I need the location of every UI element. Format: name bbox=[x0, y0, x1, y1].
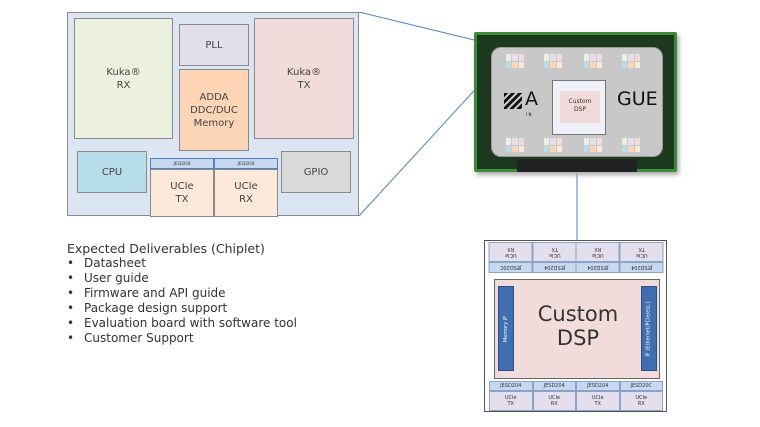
jesd-cell: JESD20C bbox=[489, 262, 533, 273]
mini-chiplet-tile bbox=[544, 54, 562, 68]
jesd-tx-strip: JESD204 bbox=[150, 158, 214, 169]
ucie-cell: UCIe RX bbox=[489, 242, 533, 262]
list-item: Customer Support bbox=[67, 331, 297, 346]
core-label: Custom DSP bbox=[537, 302, 619, 350]
logo-icon bbox=[504, 93, 522, 109]
custom-dsp-die: Custom DSP bbox=[552, 80, 606, 135]
jesd-cell: JESD204 bbox=[489, 381, 533, 391]
mini-chiplet-tile bbox=[622, 138, 640, 152]
package-label-strip bbox=[517, 159, 637, 172]
chiplet-block-diagram: Kuka® RX PLL ADDA DDC/DUC Memory Kuka® T… bbox=[67, 12, 359, 217]
ucie-cell: UCIe TX bbox=[576, 391, 620, 411]
jesd-cell: JESD20C bbox=[619, 381, 663, 391]
deliverables-section: Expected Deliverables (Chiplet) Datashee… bbox=[67, 241, 297, 346]
jesd-cell: JESD204 bbox=[619, 262, 663, 273]
memory-if-label: Memory IF bbox=[503, 315, 509, 342]
jesd-cell: JESD204 bbox=[532, 262, 576, 273]
ethernet-if-label: IF (Ethernet/PCIe/etc.) bbox=[646, 300, 652, 357]
memory-if-bar: Memory IF bbox=[498, 286, 514, 371]
cpu-block: CPU bbox=[77, 151, 147, 193]
ucie-cell: UCIe TX bbox=[532, 242, 576, 262]
deliverables-title: Expected Deliverables (Chiplet) bbox=[67, 241, 265, 256]
ucie-cell: UCIe RX bbox=[576, 242, 620, 262]
kuka-tx-block: Kuka® TX bbox=[254, 18, 354, 139]
list-item: Datasheet bbox=[67, 256, 297, 271]
mini-chiplet-tile bbox=[584, 138, 602, 152]
mini-chiplet-tile bbox=[584, 54, 602, 68]
list-item: Evaluation board with software tool bbox=[67, 316, 297, 331]
mini-chiplet-tile bbox=[544, 138, 562, 152]
jesd-cell: JESD204 bbox=[576, 262, 620, 273]
dsp-core: Memory IF Custom DSP IF (Ethernet/PCIe/e… bbox=[494, 279, 660, 379]
gpio-block: GPIO bbox=[281, 151, 351, 193]
logo-right-text: GUE bbox=[617, 88, 658, 110]
kuka-rx-block: Kuka® RX bbox=[74, 18, 173, 139]
logo-sub-text: I N bbox=[526, 112, 532, 117]
adda-block: ADDA DDC/DUC Memory bbox=[179, 69, 249, 151]
ucie-cell: UCIe TX bbox=[619, 242, 663, 262]
die-core: Custom DSP bbox=[560, 91, 600, 123]
deliverables-list: Datasheet User guide Firmware and API gu… bbox=[67, 256, 297, 346]
ethernet-if-bar: IF (Ethernet/PCIe/etc.) bbox=[641, 286, 657, 371]
package-lid: A I N GUE Custom DSP bbox=[491, 47, 663, 157]
list-item: Firmware and API guide bbox=[67, 286, 297, 301]
ucie-cell: UCIe RX bbox=[532, 391, 576, 411]
ucie-tx-block: UCIe TX bbox=[150, 169, 214, 217]
ucie-cell: UCIe RX bbox=[619, 391, 663, 411]
mini-chiplet-tile bbox=[506, 54, 524, 68]
jesd-cell: JESD204 bbox=[532, 381, 576, 391]
list-item: User guide bbox=[67, 271, 297, 286]
list-item: Package design support bbox=[67, 301, 297, 316]
chip-package: A I N GUE Custom DSP bbox=[474, 32, 677, 172]
ucie-rx-block: UCIe RX bbox=[214, 169, 278, 217]
logo-left-text: A bbox=[525, 88, 538, 110]
jesd-cell: JESD204 bbox=[576, 381, 620, 391]
ucie-cell: UCIe TX bbox=[489, 391, 533, 411]
pll-block: PLL bbox=[179, 24, 249, 66]
mini-chiplet-tile bbox=[622, 54, 640, 68]
mini-chiplet-tile bbox=[506, 138, 524, 152]
jesd-rx-strip: JESD204 bbox=[214, 158, 278, 169]
